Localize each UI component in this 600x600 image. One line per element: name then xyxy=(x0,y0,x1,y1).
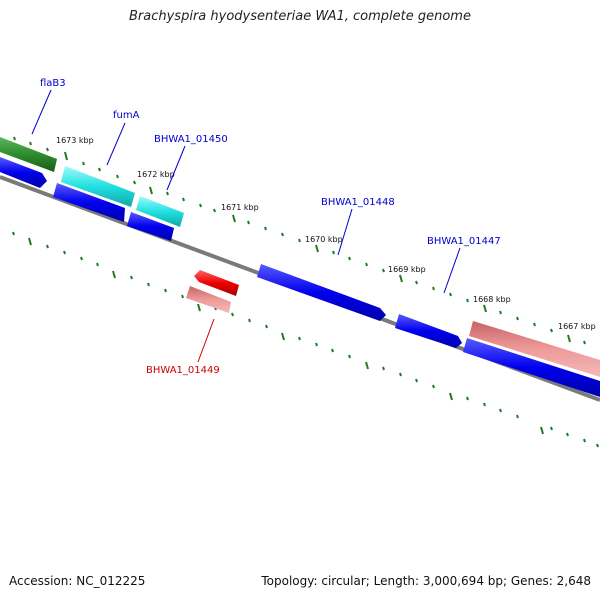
feature-blue-2[interactable] xyxy=(53,183,125,222)
gene-label-BHWA1-01447[interactable]: BHWA1_01447 xyxy=(427,236,501,247)
tick-label-1673: 1673 kbp xyxy=(56,136,94,145)
tick-label-1671: 1671 kbp xyxy=(221,203,259,212)
tick-label-1672: 1672 kbp xyxy=(137,170,175,179)
gene-label-fumA[interactable]: fumA xyxy=(113,110,140,121)
leader-BHWA1-01447 xyxy=(443,247,461,294)
accession-text: Accession: NC_012225 xyxy=(9,574,146,588)
gene-label-BHWA1-01450[interactable]: BHWA1_01450 xyxy=(154,134,228,145)
genome-summary-text: Topology: circular; Length: 3,000,694 bp… xyxy=(261,574,591,588)
leader-BHWA1-01450 xyxy=(166,145,186,191)
gene-label-BHWA1-01448[interactable]: BHWA1_01448 xyxy=(321,197,395,208)
feature-BHWA1-01447[interactable] xyxy=(463,338,600,397)
inner-tick-row xyxy=(12,231,599,448)
tick-label-1668: 1668 kbp xyxy=(473,295,511,304)
feature-BHWA1-01447-pseudo[interactable] xyxy=(469,321,600,377)
leader-flaB3 xyxy=(31,89,52,135)
leader-BHWA1-01448 xyxy=(337,208,353,256)
feature-flaB3[interactable] xyxy=(0,137,57,172)
feature-blue-1[interactable] xyxy=(0,157,47,188)
feature-blue-4[interactable] xyxy=(395,314,462,348)
leader-fumA xyxy=(106,122,126,166)
leader-BHWA1-01449 xyxy=(197,318,215,363)
tick-label-1670: 1670 kbp xyxy=(305,235,343,244)
feature-BHWA1-01449[interactable] xyxy=(194,270,239,296)
tick-label-1667: 1667 kbp xyxy=(558,322,596,331)
feature-BHWA1-01449-pseudo[interactable] xyxy=(186,286,231,313)
gene-label-flaB3[interactable]: flaB3 xyxy=(40,78,66,89)
feature-BHWA1-01448[interactable] xyxy=(257,264,386,321)
tick-label-1669: 1669 kbp xyxy=(388,265,426,274)
label-leaders xyxy=(31,89,461,363)
map-title: Brachyspira hyodysenteriae WA1, complete… xyxy=(129,9,471,24)
feature-BHWA1-01450[interactable] xyxy=(136,196,184,227)
feature-blue-3[interactable] xyxy=(127,212,174,241)
outer-tick-row xyxy=(13,136,586,345)
feature-fumA[interactable] xyxy=(61,166,135,207)
gene-label-BHWA1-01449[interactable]: BHWA1_01449 xyxy=(146,365,220,376)
